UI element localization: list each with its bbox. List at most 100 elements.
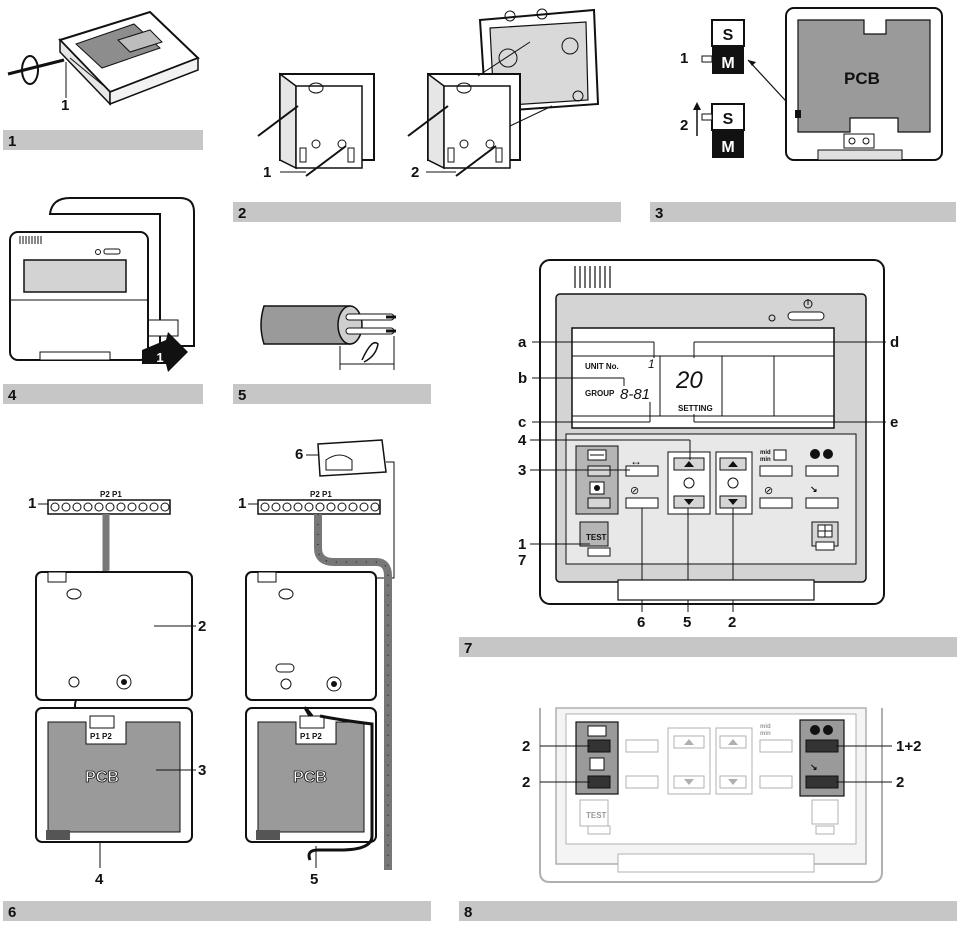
filter-reset-button[interactable] — [815, 541, 835, 551]
callout-2: 2 — [728, 614, 736, 631]
mid-label: mid — [760, 724, 771, 730]
power-button[interactable] — [787, 311, 825, 321]
cable-clip — [317, 439, 387, 477]
air-flow-icon: ↘ — [810, 484, 818, 494]
panel-band-7 — [459, 637, 957, 657]
controller-3d-illustration — [58, 10, 200, 106]
up-arrow-icon — [684, 739, 694, 745]
panel-4: 1 4 — [3, 197, 203, 404]
panel-number-8: 8 — [464, 904, 472, 921]
panel-band-4 — [3, 384, 203, 404]
fan-speed-icon — [810, 449, 833, 459]
panel-2: 1 2 2 — [233, 8, 621, 222]
ventilation-mode-button[interactable] — [587, 775, 611, 789]
ventilation-mode-button[interactable] — [587, 497, 611, 509]
switch-s-label: S — [723, 27, 734, 44]
program-button[interactable] — [759, 739, 793, 753]
program-button[interactable] — [759, 465, 793, 477]
down-arrow-icon — [728, 499, 738, 505]
callout-7: 7 — [518, 552, 526, 569]
timer-cancel-icon: ⊘ — [630, 485, 639, 497]
pcb-label: PCB — [293, 769, 327, 786]
thermometer-icon — [727, 477, 739, 489]
panel-band-8 — [459, 901, 957, 921]
air-flow-direction-button[interactable] — [805, 775, 839, 789]
power-icon — [803, 299, 813, 309]
vent-slots — [574, 266, 611, 288]
down-arrow-icon — [684, 499, 694, 505]
panel-band-6 — [3, 901, 431, 921]
callout-1: 1 — [263, 164, 271, 181]
terminal-label: P2 P1 — [310, 490, 332, 499]
panel-band-1 — [3, 130, 203, 150]
controller-back-right: P1 P2 PCB — [245, 571, 377, 861]
callout-2: 2 — [896, 774, 904, 791]
panel-number-7: 7 — [464, 640, 472, 657]
cable-illustration — [260, 305, 396, 370]
ventilation-icon — [589, 757, 605, 771]
up-arrow-icon — [728, 461, 738, 467]
inspection-button[interactable] — [625, 465, 659, 477]
callout-2: 2 — [411, 164, 419, 181]
panel-number-5: 5 — [238, 387, 246, 404]
operation-mode-button[interactable] — [587, 739, 611, 753]
fan-speed-icon — [810, 725, 833, 735]
switch-m-label: M — [721, 55, 734, 72]
callout-b: b — [518, 370, 527, 387]
panel-7: UNIT No. 1 GROUP 8-81 20 SETTING a b c d… — [459, 259, 957, 657]
fan-speed-button[interactable] — [805, 465, 839, 477]
callout-c: c — [518, 414, 526, 431]
inspection-button[interactable] — [625, 739, 659, 753]
callout-4: 4 — [518, 432, 527, 449]
test-label: TEST — [586, 811, 607, 820]
callout-2: 2 — [680, 117, 688, 134]
panel-number-1: 1 — [8, 133, 16, 150]
air-flow-direction-button[interactable] — [805, 497, 839, 509]
callout-5: 5 — [683, 614, 691, 631]
controller-front — [9, 231, 149, 361]
panel-number-6: 6 — [8, 904, 16, 921]
panel-band-2 — [233, 202, 621, 222]
length-symbol-icon — [361, 342, 379, 363]
screwdriver-icon — [7, 55, 65, 85]
switch-m-label: M — [721, 139, 734, 156]
terminal-strip-right: P2 P1 — [257, 490, 381, 515]
panel-5: 5 — [233, 305, 431, 404]
terminal-label-pcb: P1 P2 — [90, 732, 112, 741]
lcd-unit-no-value: 1 — [648, 357, 655, 371]
air-flow-icon: ↘ — [810, 762, 818, 772]
callout-a: a — [518, 334, 527, 351]
down-arrow-icon — [684, 779, 694, 785]
test-button[interactable] — [587, 547, 611, 557]
panel-band-5 — [233, 384, 431, 404]
callout-6: 6 — [637, 614, 645, 631]
button-panel: ↔ ⊘ TEST mid min ⊘ — [565, 433, 857, 565]
callout-2: 2 — [522, 738, 530, 755]
wall-plate — [48, 197, 195, 347]
callout-1: 1 — [28, 495, 36, 512]
operation-mode-icon — [587, 725, 607, 737]
callout-3: 3 — [518, 462, 526, 479]
operation-mode-button[interactable] — [587, 465, 611, 477]
timer-on-off-button[interactable] — [625, 497, 659, 509]
pcb-label: PCB — [844, 69, 880, 88]
callout-d: d — [890, 334, 899, 351]
terminal-label-pcb: P1 P2 — [300, 732, 322, 741]
callout-1: 1 — [156, 350, 163, 365]
backplate-left — [257, 72, 375, 177]
panel-6: P2 P1 1 P1 P2 PCB 2 3 4 — [3, 439, 431, 921]
timer-button[interactable] — [759, 497, 793, 509]
test-button[interactable] — [587, 825, 611, 835]
min-label: min — [760, 457, 771, 463]
fan-speed-button[interactable] — [805, 739, 839, 753]
terminal-strip-left: P2 P1 — [47, 490, 171, 515]
inspection-icon: ↔ — [630, 454, 642, 468]
program-icon — [773, 449, 787, 461]
panel-1: 1 1 — [3, 10, 203, 150]
timer-on-off-button[interactable] — [625, 775, 659, 789]
callout-3: 3 — [198, 762, 206, 779]
timer-button[interactable] — [759, 775, 793, 789]
timer-icon: ⊘ — [764, 485, 773, 497]
filter-reset-button[interactable] — [815, 825, 835, 835]
